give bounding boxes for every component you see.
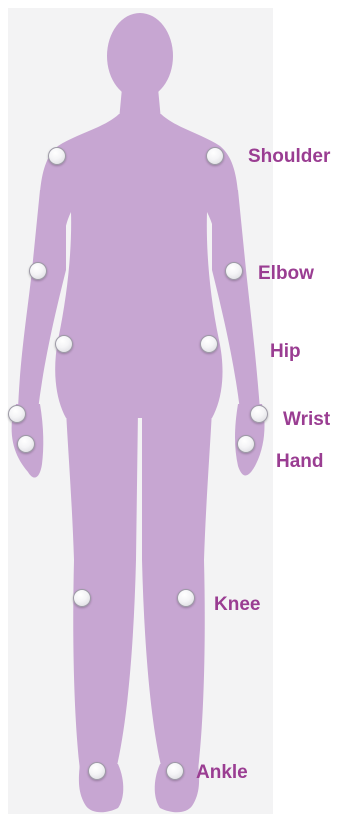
hip-label[interactable]: Hip [270, 342, 301, 361]
elbow-label[interactable]: Elbow [258, 264, 314, 283]
left-hip-joint-button[interactable] [55, 335, 73, 353]
right-hand-joint-button[interactable] [237, 435, 255, 453]
left-shoulder-joint-button[interactable] [48, 147, 66, 165]
body-head [107, 13, 173, 99]
right-elbow-joint-button[interactable] [225, 262, 243, 280]
right-wrist-joint-button[interactable] [250, 405, 268, 423]
knee-label[interactable]: Knee [214, 595, 260, 614]
ankle-label[interactable]: Ankle [196, 763, 248, 782]
right-ankle-joint-button[interactable] [166, 762, 184, 780]
left-elbow-joint-button[interactable] [29, 262, 47, 280]
left-wrist-joint-button[interactable] [8, 405, 26, 423]
body-right-leg [142, 410, 212, 770]
right-shoulder-joint-button[interactable] [206, 147, 224, 165]
wrist-label[interactable]: Wrist [283, 410, 330, 429]
shoulder-label[interactable]: Shoulder [248, 147, 330, 166]
left-hand-joint-button[interactable] [17, 435, 35, 453]
left-ankle-joint-button[interactable] [88, 762, 106, 780]
right-hip-joint-button[interactable] [200, 335, 218, 353]
right-knee-joint-button[interactable] [177, 589, 195, 607]
hand-label[interactable]: Hand [276, 452, 324, 471]
left-knee-joint-button[interactable] [73, 589, 91, 607]
